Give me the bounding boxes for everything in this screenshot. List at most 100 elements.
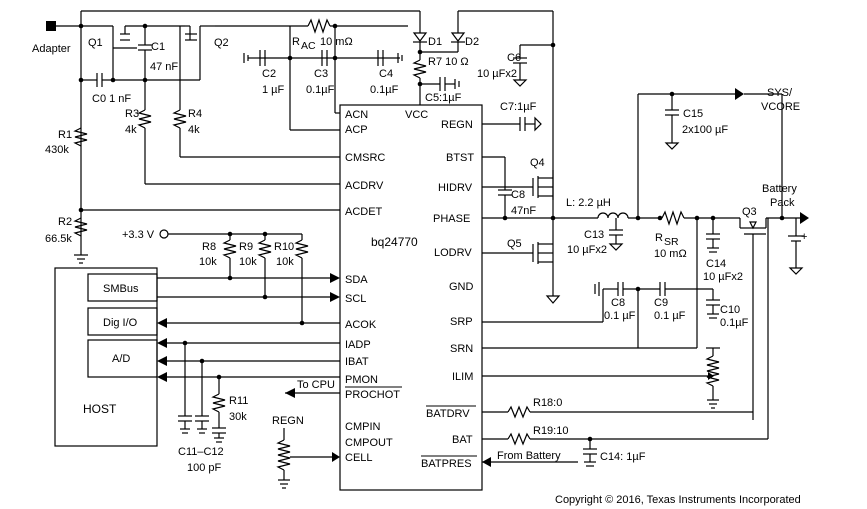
pin-sda: SDA — [345, 274, 368, 286]
mosfet-q4 — [532, 170, 554, 218]
resistor-r8 — [222, 239, 237, 259]
prochot-arrow-icon — [285, 388, 295, 398]
adapter-label: Adapter — [32, 43, 71, 55]
r3-value: 4k — [125, 124, 137, 136]
q1-label: Q1 — [88, 37, 103, 49]
to-cpu-label: To CPU — [297, 379, 335, 391]
c7-label: C7:1µF — [500, 101, 537, 113]
rac-subscript: AC — [301, 40, 316, 52]
pin-gnd: GND — [449, 281, 474, 293]
r10-label: R10 — [274, 241, 294, 253]
v33-label: +3.3 V — [122, 229, 155, 241]
c10-label: C10 — [720, 304, 740, 316]
pin-bat: BAT — [452, 434, 473, 446]
battery-plus-label: + — [801, 231, 807, 243]
r1-label: R1 — [58, 129, 72, 141]
junction — [332, 55, 338, 61]
pin-batdrv: BATDRV — [426, 408, 470, 420]
pin-ilim: ILIM — [452, 371, 473, 383]
c14-bat-label: C14: 1µF — [600, 451, 646, 463]
capacitor-c3 — [321, 50, 328, 66]
pin-acdet: ACDET — [345, 206, 383, 218]
c4-value: 0.1µF — [370, 84, 399, 96]
capacitor-c7 — [519, 116, 542, 132]
junction — [669, 91, 675, 97]
resistor-r3 — [137, 109, 152, 129]
q4-label: Q4 — [530, 157, 545, 169]
diode-d2 — [450, 32, 466, 42]
c15-value: 2x100 µF — [682, 124, 728, 136]
capacitor-c8-boot — [498, 189, 512, 218]
iadp-arrow-icon — [157, 338, 167, 348]
pin-cmpout: CMPOUT — [345, 437, 393, 449]
r8-value: 10k — [199, 256, 217, 268]
ilim-wiper-arrow-icon — [708, 372, 714, 380]
pin-hidrv: HIDRV — [438, 182, 473, 194]
regn-label: REGN — [272, 415, 304, 427]
junction — [262, 294, 268, 300]
c14-value: 10 µFx2 — [703, 271, 743, 283]
capacitor-c1 — [138, 26, 152, 60]
host-digio-label: Dig I/O — [103, 317, 138, 329]
pin-acdrv: ACDRV — [345, 180, 384, 192]
r2-label: R2 — [58, 216, 72, 228]
battery-label: Battery — [762, 183, 797, 195]
pin-scl: SCL — [345, 293, 366, 305]
pin-srp: SRP — [450, 316, 473, 328]
capacitor-c4 — [377, 50, 403, 66]
c10-value: 0.1µF — [720, 317, 749, 329]
resistor-r4 — [172, 109, 187, 129]
resistor-r2 — [73, 217, 88, 237]
c2-value: 1 µF — [262, 84, 285, 96]
r8-label: R8 — [202, 241, 216, 253]
junction — [142, 23, 148, 29]
junction — [227, 275, 233, 281]
c1-value: 47 nF — [150, 61, 178, 73]
c4-label: C4 — [379, 68, 393, 80]
c15-label: C15 — [683, 108, 703, 120]
junction — [417, 81, 423, 87]
ic-name-label: bq24770 — [371, 235, 418, 249]
capacitor-c0 — [81, 73, 113, 87]
pin-cmsrc: CMSRC — [345, 152, 385, 164]
resistor-r7 — [412, 59, 427, 79]
scl-arrow-icon — [330, 292, 340, 302]
c6-value: 10 µFx2 — [477, 68, 517, 80]
resistor-r18 — [507, 405, 531, 419]
capacitor-c6 — [512, 45, 528, 87]
pin-ibat: IBAT — [345, 356, 369, 368]
pin-srn: SRN — [450, 343, 473, 355]
c9-value: 0.1 µF — [654, 310, 686, 322]
r3-label: R3 — [125, 108, 139, 120]
r7-label: R7 10 Ω — [428, 56, 469, 68]
sda-arrow-icon — [330, 273, 340, 283]
host-digio-block — [87, 307, 158, 336]
vcore-label: VCORE — [761, 101, 800, 113]
ibat-arrow-icon — [157, 356, 167, 366]
c2-label: C2 — [262, 68, 276, 80]
batpres-arrow-icon — [482, 457, 491, 467]
mosfet-q3 — [739, 218, 767, 420]
c11-c12-value: 100 pF — [187, 462, 222, 474]
mosfet-q1 — [112, 25, 145, 49]
ic-bq24770-body — [339, 104, 483, 491]
c8-srp-value: 0.1 µF — [604, 310, 636, 322]
host-ad-block — [87, 339, 158, 378]
r9-label: R9 — [239, 241, 253, 253]
sys-label: SYS/ — [767, 87, 793, 99]
resistor-r9 — [257, 239, 272, 259]
c9-label: C9 — [654, 297, 668, 309]
capacitor-c11-b — [195, 361, 209, 434]
junction — [332, 23, 338, 29]
r2-value: 66.5k — [45, 233, 72, 245]
v33-terminal — [159, 229, 169, 239]
capacitor-c11-a — [178, 343, 192, 434]
pin-btst: BTST — [446, 152, 474, 164]
mosfet-q2 — [185, 25, 215, 80]
cell-arrow-icon — [332, 452, 340, 462]
pin-lodrv: LODRV — [434, 247, 472, 259]
rsr-label: R — [655, 232, 663, 244]
pmon-arrow-icon — [157, 372, 167, 382]
r19-label: R19:10 — [533, 425, 568, 437]
